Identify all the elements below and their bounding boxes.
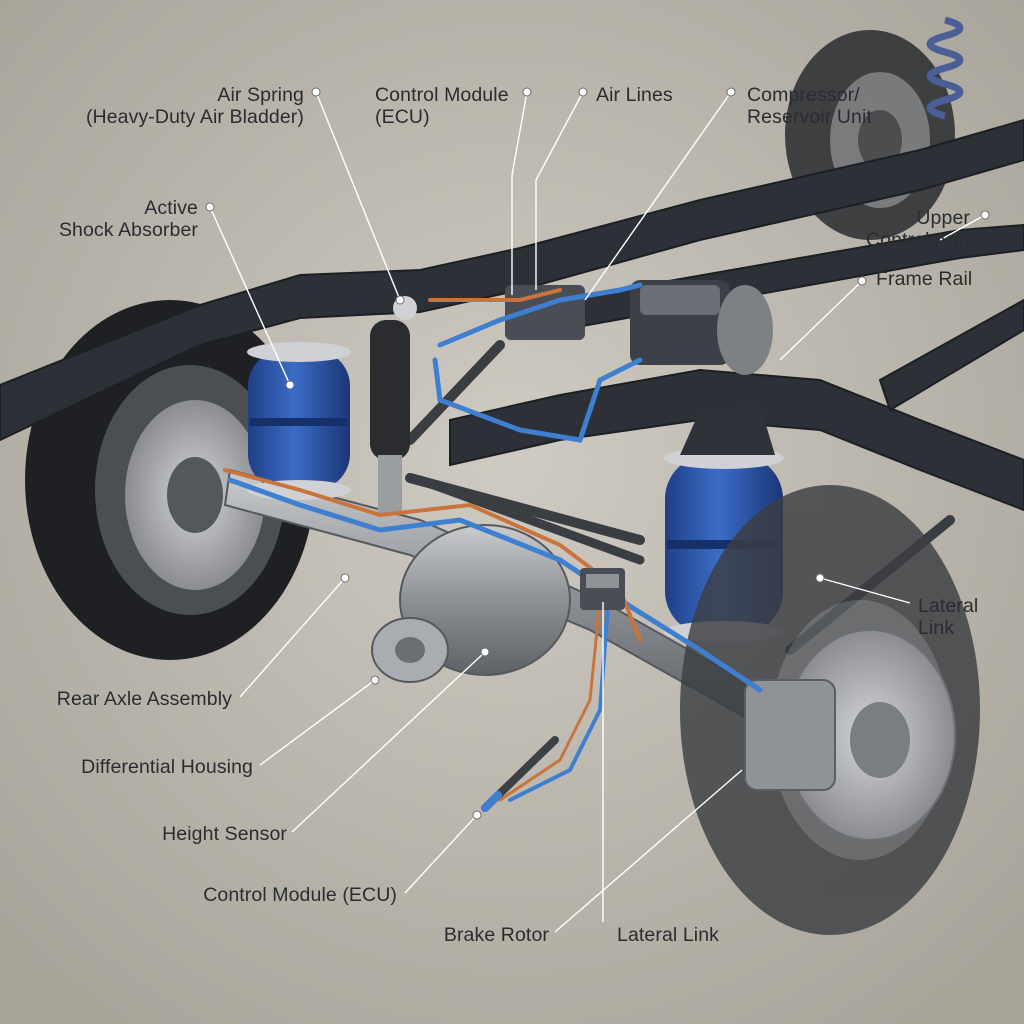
- label-frame-rail: Frame Rail: [876, 268, 973, 290]
- label-control-module-top-line1: Control Module: [375, 84, 509, 106]
- label-control-module-bottom: Control Module (ECU): [203, 884, 397, 906]
- label-upper-control-arm: Upper Control Arm: [866, 207, 970, 251]
- rear-axle: [223, 468, 762, 722]
- label-compressor-line1: Compressor/: [747, 84, 860, 106]
- label-active-shock-line2: Shock Absorber: [58, 219, 198, 241]
- label-lateral-link-right-line2: Link: [918, 617, 955, 639]
- control-module-part: [580, 568, 625, 610]
- label-differential: Differential Housing: [81, 756, 253, 778]
- leader-dots: [205, 87, 990, 820]
- label-lateral-link-right: Lateral Link: [918, 595, 978, 639]
- left-rear-wheel: [25, 300, 315, 660]
- label-lateral-link-bottom: Lateral Link: [617, 924, 720, 946]
- label-control-module-top-line2: (ECU): [375, 106, 430, 128]
- label-upper-control-arm-line2: Control Arm: [865, 229, 970, 251]
- active-shock: [370, 296, 417, 515]
- height-sensor-part: [481, 736, 559, 812]
- label-active-shock: Active Shock Absorber: [59, 197, 198, 241]
- label-lateral-link-right-line1: Lateral: [918, 595, 979, 617]
- label-compressor: Compressor/ Reservoir Unit: [747, 84, 872, 128]
- left-air-spring: [247, 342, 351, 500]
- lateral-link-part: [415, 475, 645, 565]
- brake-rotor-part: [744, 629, 956, 841]
- label-compressor-line2: Reservoir Unit: [747, 106, 872, 128]
- label-height-sensor: Height Sensor: [162, 823, 287, 845]
- label-air-spring-line1: Air Spring: [217, 84, 304, 106]
- coil-spring: [926, 16, 964, 120]
- label-rear-axle: Rear Axle Assembly: [56, 688, 232, 710]
- leader-lines: [209, 91, 986, 933]
- label-brake-rotor: Brake Rotor: [443, 924, 549, 946]
- label-air-spring-line2: (Heavy-Duty Air Bladder): [85, 106, 304, 128]
- label-control-module-top: Control Module (ECU): [375, 84, 509, 128]
- label-air-lines: Air Lines: [596, 84, 673, 106]
- label-active-shock-line1: Active: [144, 197, 198, 219]
- label-air-spring: Air Spring (Heavy-Duty Air Bladder): [86, 84, 304, 128]
- label-upper-control-arm-line1: Upper: [916, 207, 970, 229]
